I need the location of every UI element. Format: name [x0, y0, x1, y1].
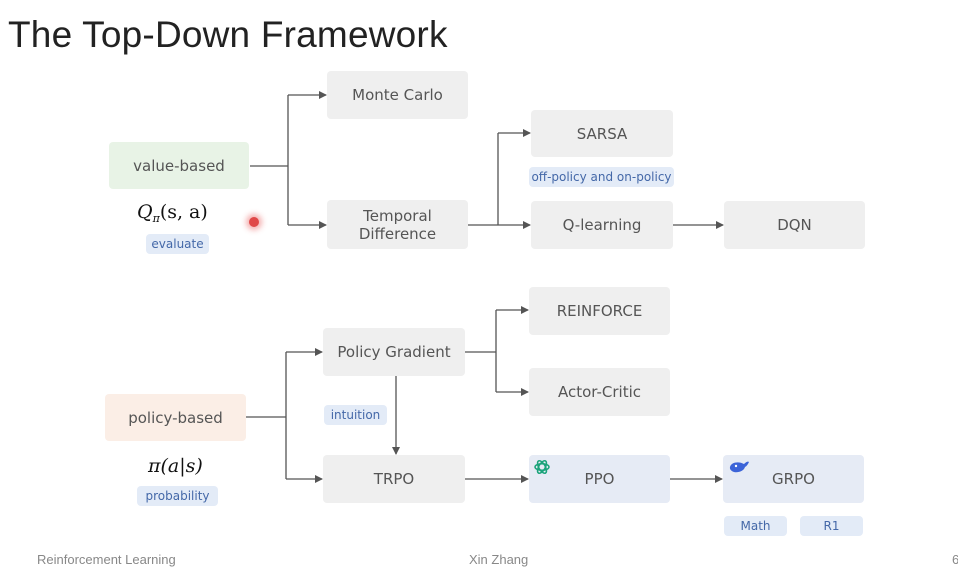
- slide-title: The Top-Down Framework: [8, 14, 448, 55]
- r1-tag: R1: [800, 516, 863, 536]
- ppo-node: PPO: [529, 455, 670, 503]
- q-symbol: Q: [137, 201, 153, 223]
- q-learning-node: Q-learning: [531, 201, 673, 249]
- laser-pointer-dot: [249, 217, 259, 227]
- evaluate-tag: evaluate: [146, 234, 209, 254]
- reinforce-node: REINFORCE: [529, 287, 670, 335]
- trpo-node: TRPO: [323, 455, 465, 503]
- intuition-tag: intuition: [324, 405, 387, 425]
- footer-course: Reinforcement Learning: [37, 552, 176, 567]
- openai-logo-icon: [533, 458, 551, 476]
- q-subscript: π: [152, 212, 160, 225]
- q-function-formula: Qπ(s, a): [137, 201, 208, 225]
- value-based-node: value-based: [109, 142, 249, 189]
- probability-tag: probability: [137, 486, 218, 506]
- policy-based-node: policy-based: [105, 394, 246, 441]
- policy-gradient-node: Policy Gradient: [323, 328, 465, 376]
- dqn-node: DQN: [724, 201, 865, 249]
- monte-carlo-node: Monte Carlo: [327, 71, 468, 119]
- policy-formula: π(a|s): [148, 455, 203, 477]
- off-on-policy-tag: off-policy and on-policy: [529, 167, 674, 187]
- actor-critic-node: Actor-Critic: [529, 368, 670, 416]
- deepseek-whale-icon: [727, 458, 751, 476]
- temporal-difference-node: Temporal Difference: [327, 200, 468, 249]
- math-tag: Math: [724, 516, 787, 536]
- footer-page-number: 6: [952, 552, 958, 567]
- sarsa-node: SARSA: [531, 110, 673, 157]
- q-arguments: (s, a): [159, 201, 208, 223]
- footer-author: Xin Zhang: [469, 552, 529, 567]
